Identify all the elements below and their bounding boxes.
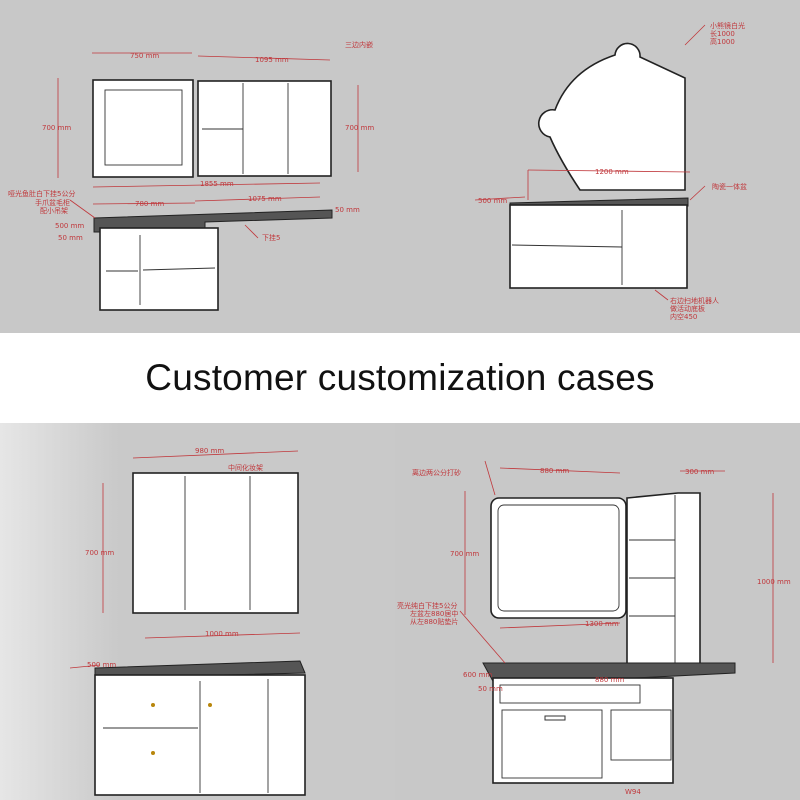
- dim-total: 1855 mm: [200, 180, 234, 188]
- note-inset: 三边内嵌: [345, 40, 373, 49]
- note-handle: W94: [625, 788, 641, 796]
- dim-top-thickness: 50 mm: [335, 206, 360, 214]
- note-hang: 下挂5: [262, 233, 280, 242]
- note-basin: 陶瓷一体盆: [712, 182, 747, 191]
- caption: Customer customization cases: [145, 357, 655, 398]
- note-finish-2: 左盆左880居中: [410, 609, 458, 618]
- dim-height: 700 mm: [85, 549, 114, 557]
- note-edge: 离边两公分打砂: [412, 468, 461, 477]
- dim-depth: 500 mm: [478, 197, 507, 205]
- case-2-drawing: 1200 mm 500 mm 小熊镜白光 长1000 高1000 陶瓷一体盆 右…: [400, 0, 800, 333]
- dim-depth: 600 mm: [463, 671, 492, 679]
- note-mirror-1: 小熊镜白光: [710, 21, 745, 30]
- dim-base-left: 780 mm: [135, 200, 164, 208]
- dim-depth: 500 mm: [55, 222, 84, 230]
- dim-mirror-height: 700 mm: [450, 550, 479, 558]
- dim-mirror-width: 750 mm: [130, 52, 159, 60]
- case-4-drawing: 离边两公分打砂 880 mm 300 mm 700 mm 1000 mm 130…: [395, 423, 800, 800]
- dim-thickness: 50 mm: [478, 685, 503, 693]
- mirror-cabinet: [197, 80, 332, 177]
- vanity-cabinet: [99, 227, 219, 311]
- dim-base-right: 1075 mm: [248, 195, 282, 203]
- dim-shelf-width: 300 mm: [685, 468, 714, 476]
- note-robot-3: 内空450: [670, 312, 697, 321]
- case-1-drawing: 750 mm 1095 mm 三边内嵌 700 mm 700 mm 1855 m…: [0, 0, 400, 333]
- dim-top-width: 1300 mm: [585, 620, 619, 628]
- note-finish-1: 亮光纯白下挂5公分: [397, 601, 457, 610]
- dim-height-left: 700 mm: [42, 124, 71, 132]
- side-shelf: [626, 492, 701, 669]
- dim-base-width: 1000 mm: [205, 630, 239, 638]
- mirror-cabinet: [132, 472, 299, 614]
- case-3-drawing: 980 mm 中间化妆架 700 mm 1000 mm 500 mm: [0, 423, 395, 800]
- led-mirror: [92, 79, 194, 178]
- vanity-cabinet: [492, 677, 674, 784]
- note-mirror-3: 高1000: [710, 37, 735, 46]
- note-finish-3: 从左880贴垫片: [410, 617, 458, 626]
- note-middle: 中间化妆架: [228, 463, 263, 472]
- dim-mirror-width: 880 mm: [540, 467, 569, 475]
- led-mirror: [490, 497, 627, 619]
- note-finish-3: 配小吊架: [40, 206, 68, 215]
- dim-width: 1200 mm: [595, 168, 629, 176]
- dim-cabinet-width: 880 mm: [595, 676, 624, 684]
- note-finish-2: 手爪盆毛柜: [35, 198, 70, 207]
- caption-band: Customer customization cases: [0, 333, 800, 423]
- note-mirror-2: 长1000: [710, 29, 735, 38]
- bear-mirror: [537, 42, 686, 191]
- dim-height-right: 700 mm: [345, 124, 374, 132]
- note-finish-1: 哑光鱼肚白下挂5公分: [8, 189, 75, 198]
- dim-cabinet-width: 980 mm: [195, 447, 224, 455]
- dim-cabinet-width: 1095 mm: [255, 56, 289, 64]
- note-robot-2: 做活动底板: [670, 304, 705, 313]
- dim-shelf-height: 1000 mm: [757, 578, 791, 586]
- dim-depth: 500 mm: [87, 661, 116, 669]
- note-robot-1: 右边扫地机器人: [670, 296, 719, 305]
- dim-thickness: 50 mm: [58, 234, 83, 242]
